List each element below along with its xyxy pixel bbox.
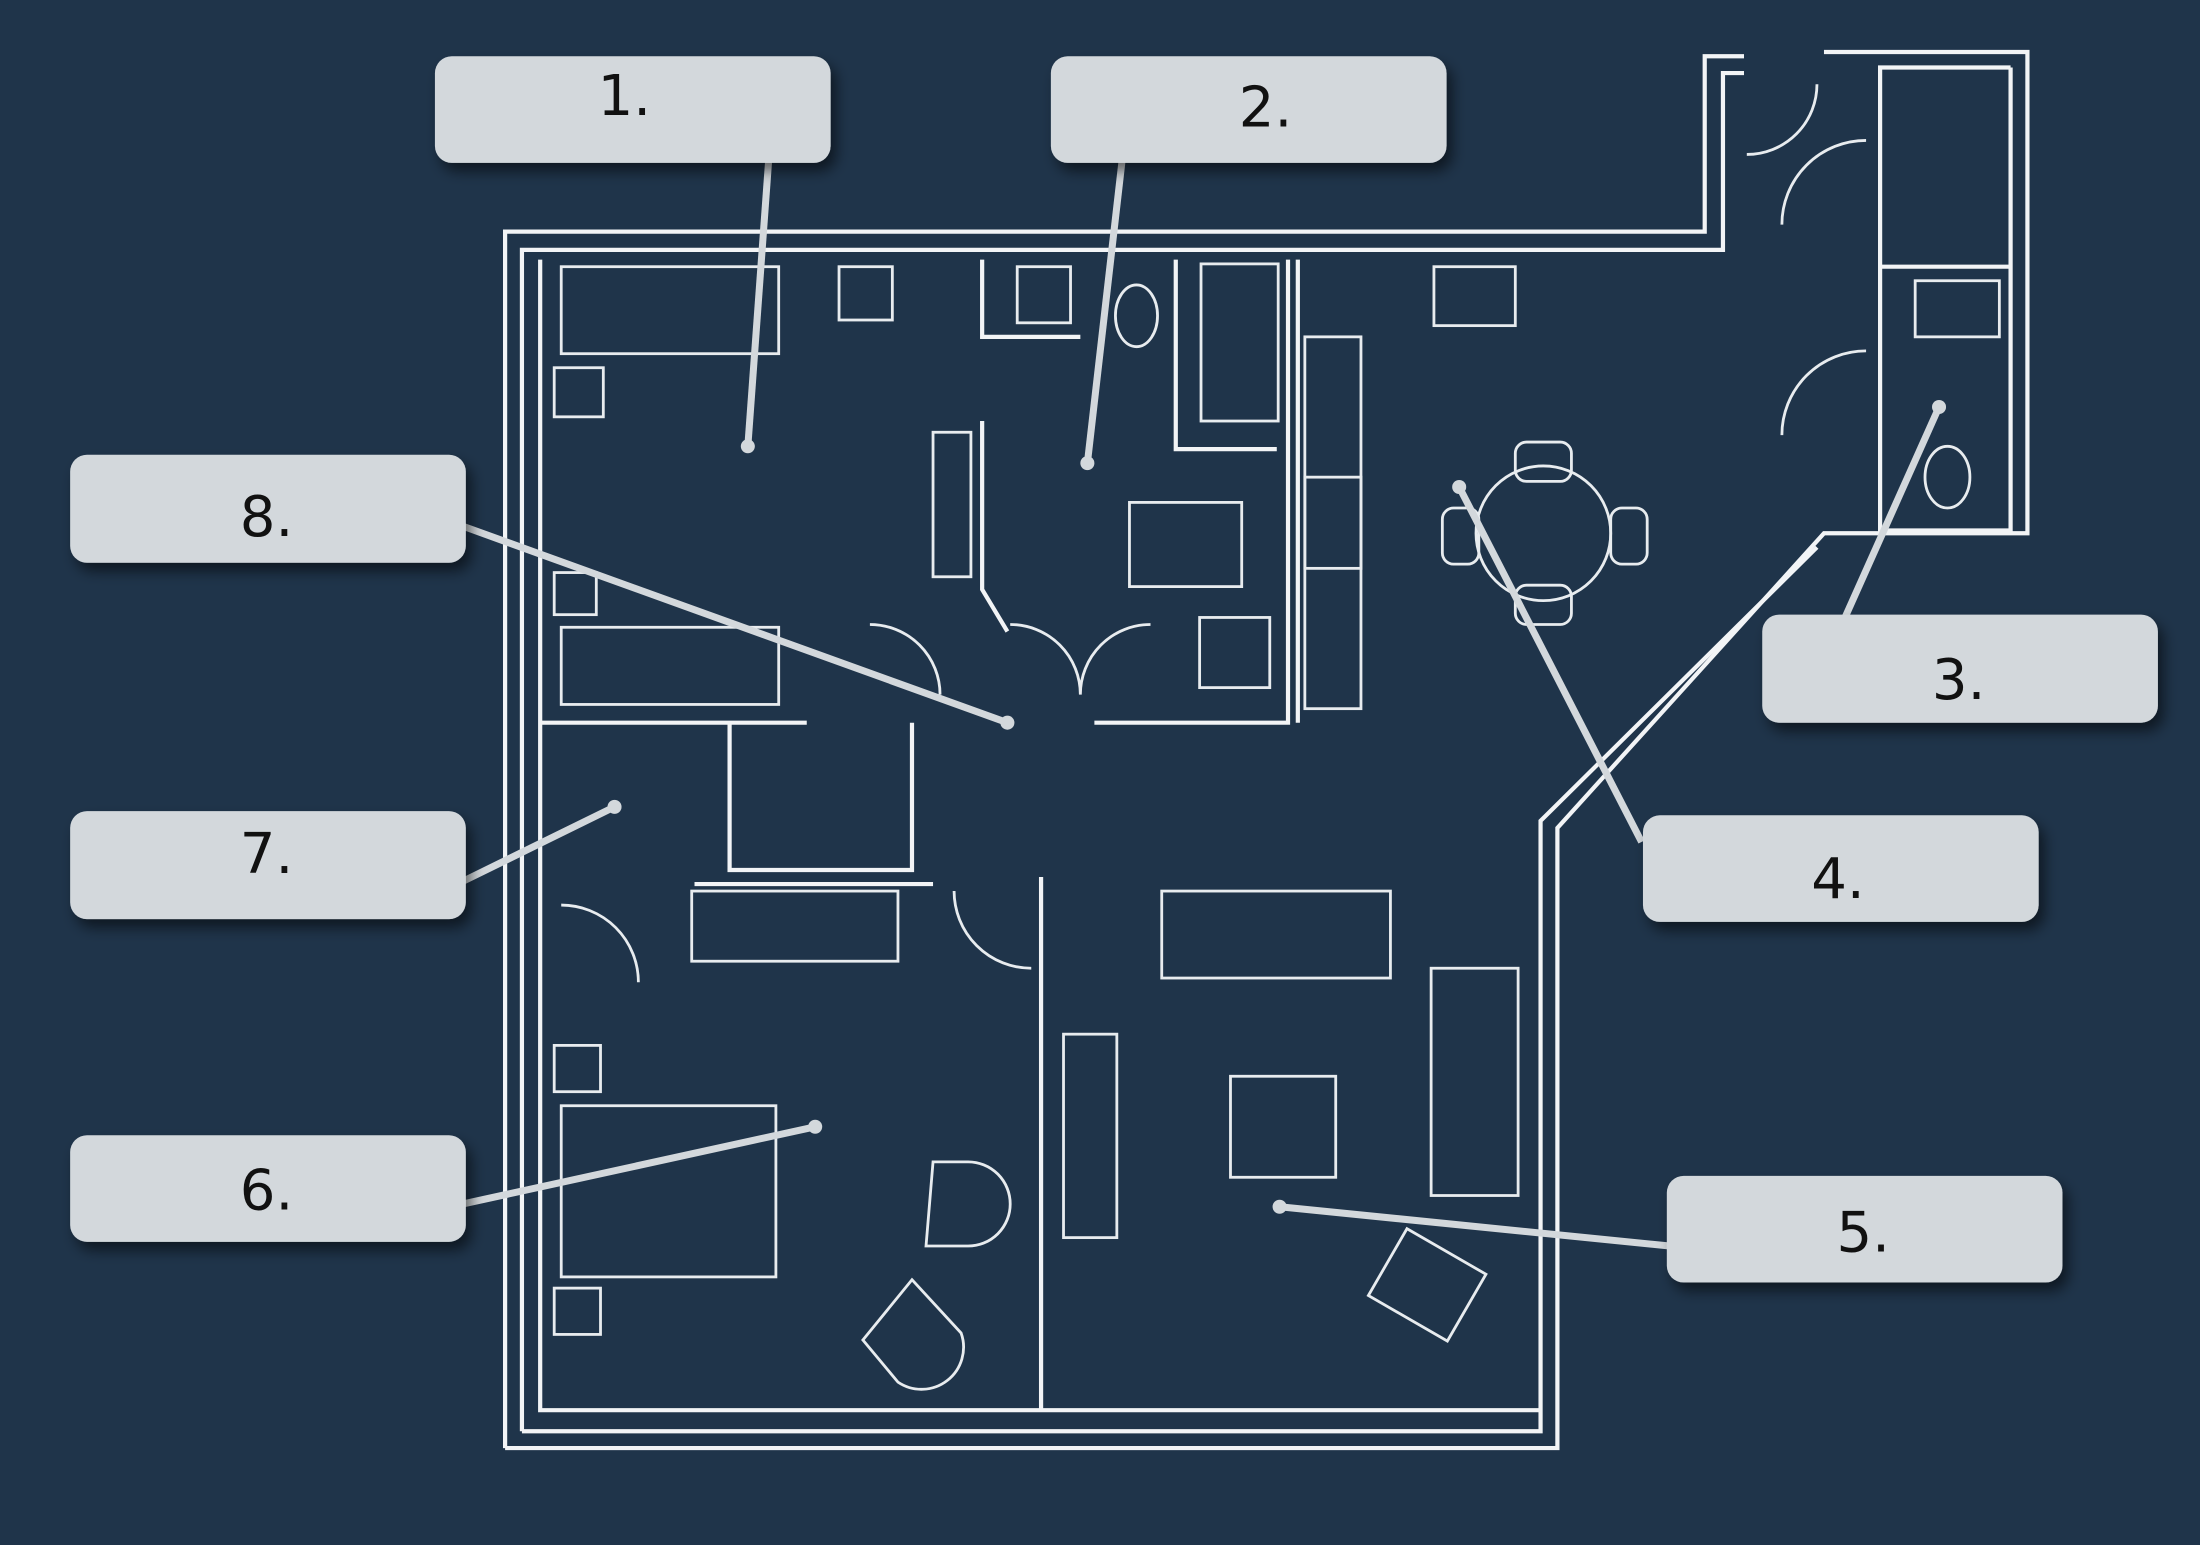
pointer-line xyxy=(461,522,1009,726)
callout-2: 2. xyxy=(1050,56,1447,471)
pointer-line xyxy=(1083,156,1126,464)
label-text: 2. xyxy=(1239,75,1293,140)
callout-8: 8. xyxy=(70,454,1015,730)
callout-5: 5. xyxy=(1272,1175,2063,1283)
callout-6: 6. xyxy=(70,1119,823,1242)
label-box[interactable] xyxy=(1762,614,2158,723)
callout-4: 4. xyxy=(1452,479,2039,922)
label-box[interactable] xyxy=(1050,56,1447,163)
label-box[interactable] xyxy=(1666,1175,2063,1283)
pointer-dot xyxy=(808,1119,823,1134)
callout-1: 1. xyxy=(434,56,831,454)
callout-3: 3. xyxy=(1762,399,2158,723)
pointer-line xyxy=(462,1123,816,1208)
label-text: 7. xyxy=(240,822,294,887)
pointer-line xyxy=(1279,1203,1670,1250)
pointer-dot xyxy=(1080,456,1095,471)
label-text: 8. xyxy=(240,485,294,550)
label-text: 6. xyxy=(240,1159,294,1224)
pointer-dot xyxy=(740,439,755,454)
label-text: 5. xyxy=(1836,1201,1890,1266)
label-box[interactable] xyxy=(434,56,831,163)
pointer-line xyxy=(461,803,617,885)
pointer-line xyxy=(1456,485,1645,844)
pointer-dot xyxy=(1932,399,1947,415)
label-box[interactable] xyxy=(70,454,466,563)
label-text: 4. xyxy=(1811,847,1865,912)
pointer-dot xyxy=(1452,479,1467,494)
floor-plan xyxy=(502,49,2030,1451)
pointer-dot xyxy=(1000,715,1015,730)
callout-7: 7. xyxy=(70,799,622,920)
label-text: 1. xyxy=(598,64,652,129)
label-box[interactable] xyxy=(70,811,466,920)
pointer-line xyxy=(1841,405,1943,619)
label-text: 3. xyxy=(1932,648,1986,713)
label-box[interactable] xyxy=(1642,815,2039,922)
pointer-dot xyxy=(1272,1199,1287,1214)
label-box[interactable] xyxy=(70,1135,466,1242)
pointer-line xyxy=(744,157,773,447)
pointer-dot xyxy=(607,799,622,814)
